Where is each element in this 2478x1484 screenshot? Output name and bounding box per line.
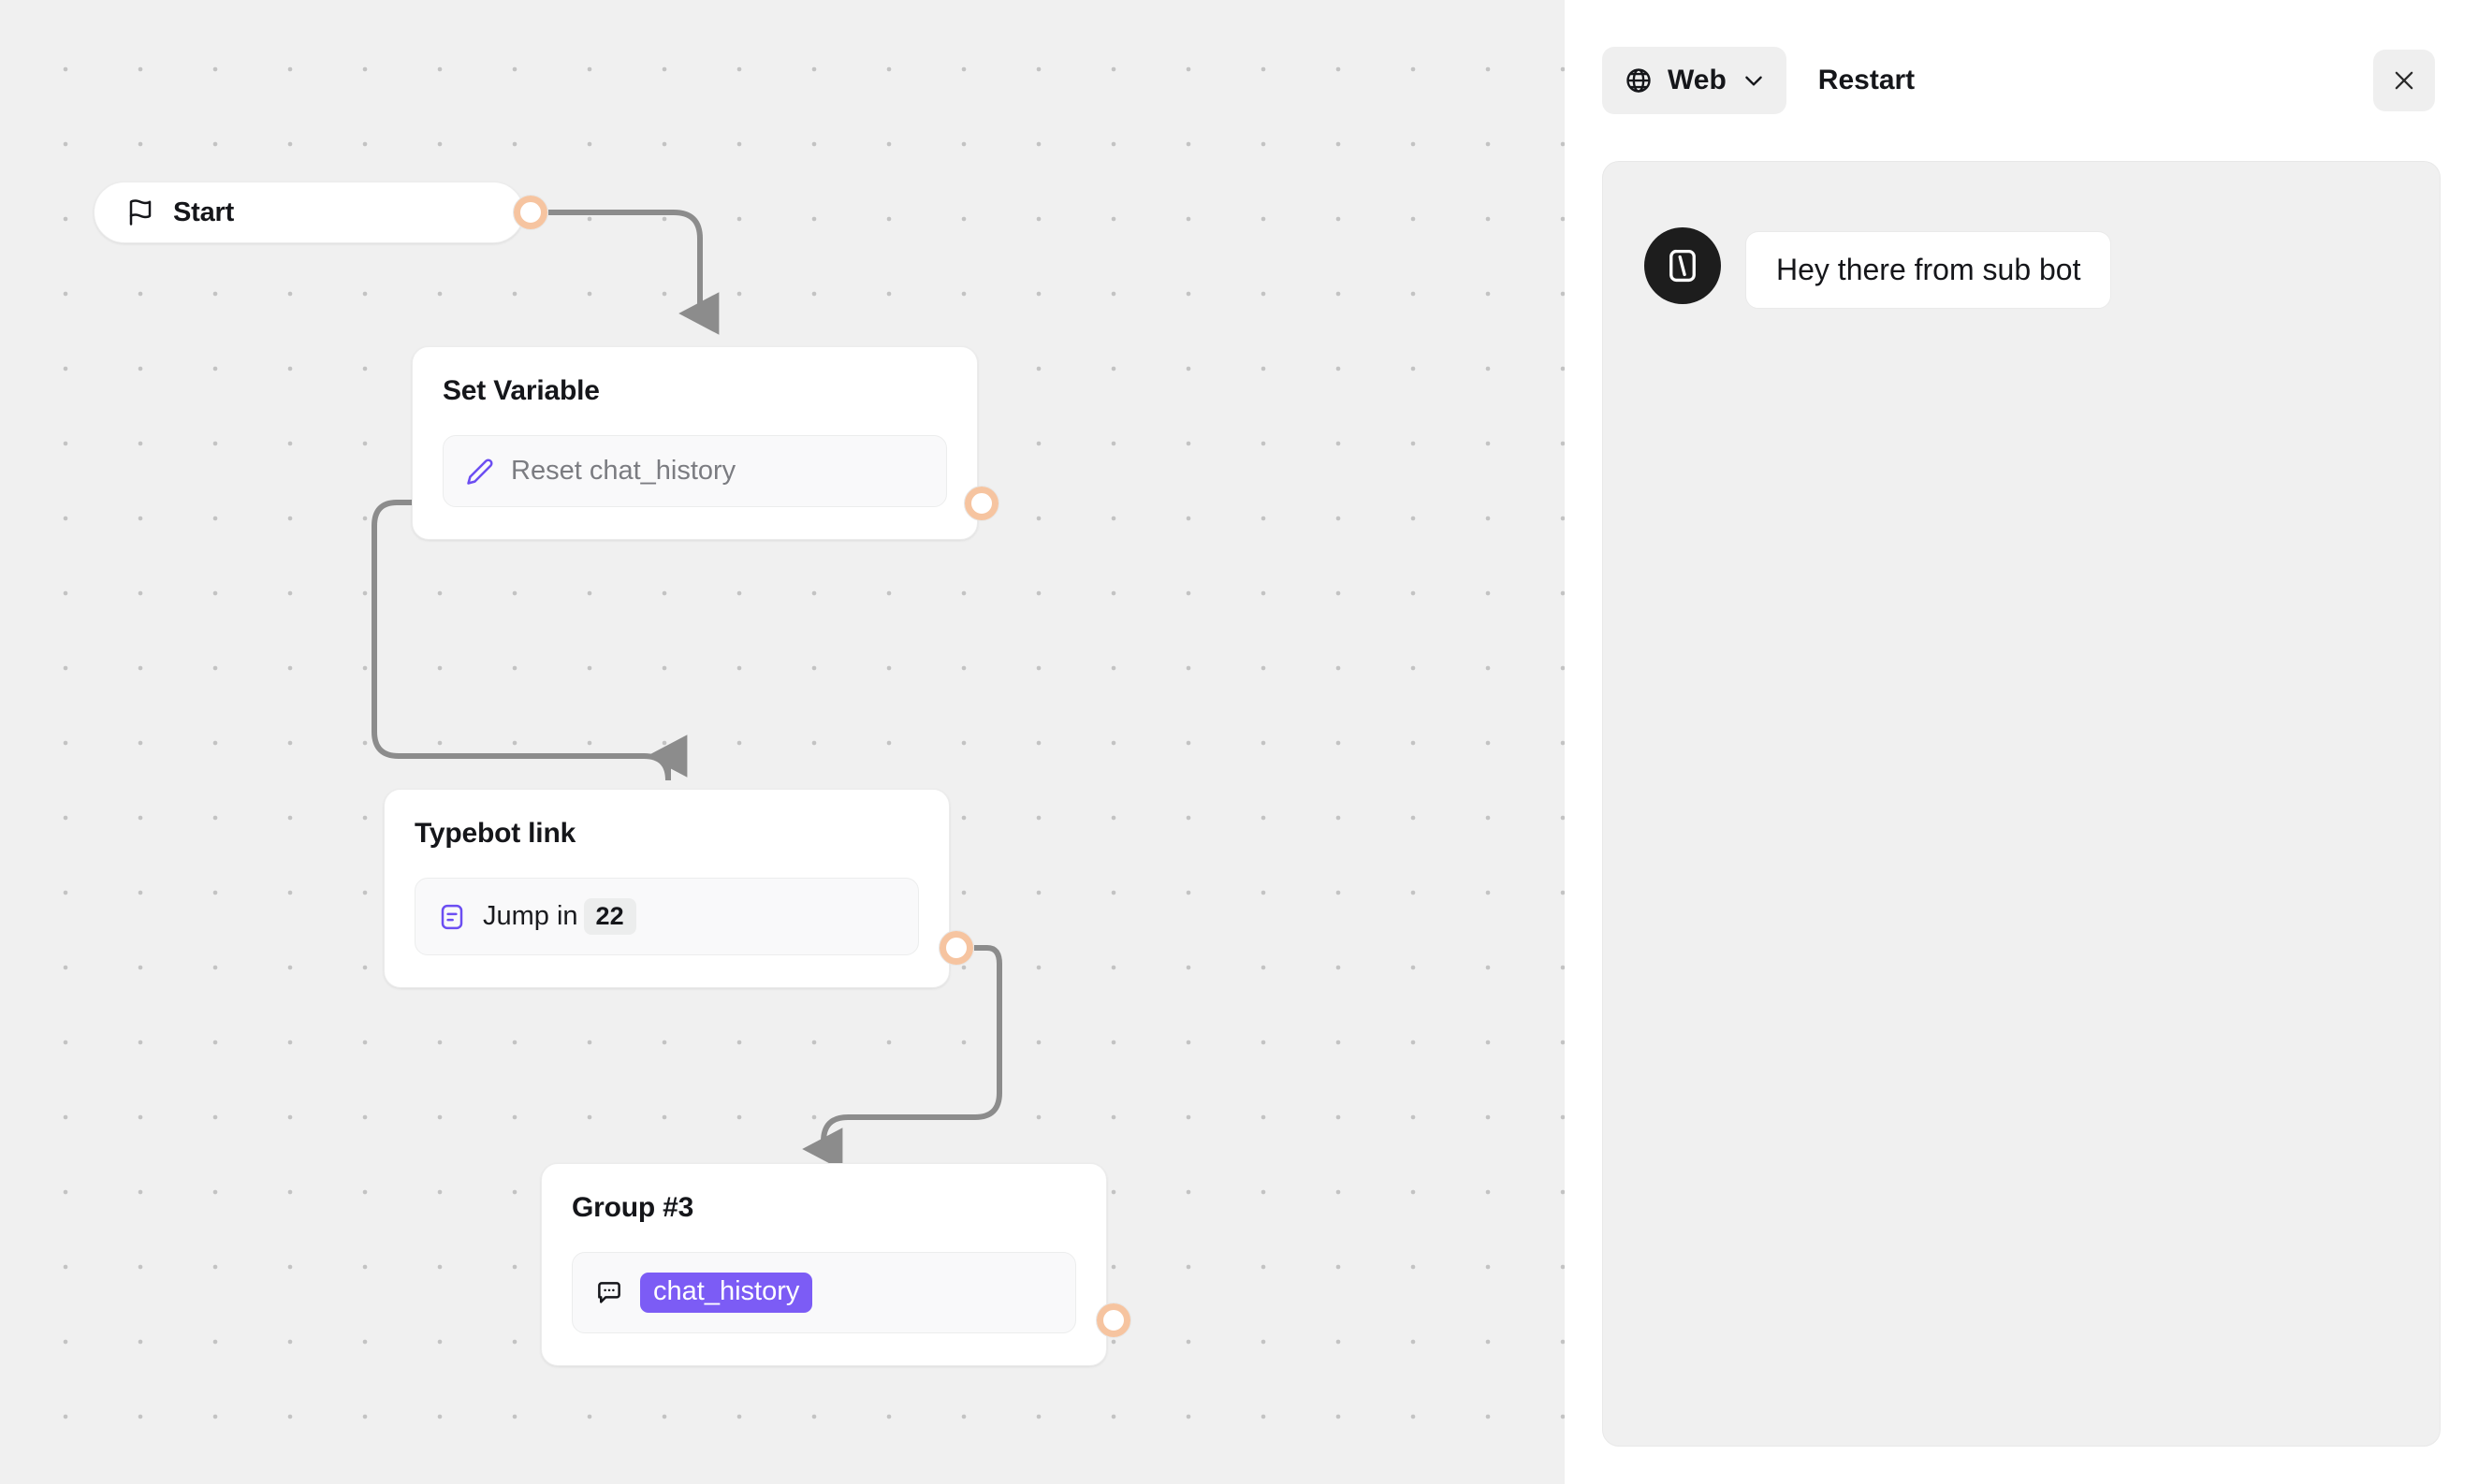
chevron-down-icon [1742,68,1766,93]
node-group-3[interactable]: Group #3 chat_history [541,1163,1107,1367]
preview-panel-header: Web Restart [1565,0,2478,161]
edge-start-to-setvariable [548,210,720,335]
handle-typebot-link-output[interactable] [939,930,974,966]
handle-set-variable-output[interactable] [964,486,999,521]
block-set-variable-text: Reset chat_history [511,456,736,486]
node-set-variable-title: Set Variable [443,375,600,406]
typebot-link-icon [438,903,466,931]
chat-bubble-bot: Hey there from sub bot [1745,231,2112,309]
handle-group-3-output[interactable] [1096,1302,1131,1338]
chat-bubble-icon [595,1279,623,1307]
block-group-3[interactable]: chat_history [572,1252,1076,1334]
channel-select-label: Web [1668,65,1727,95]
channel-select-web[interactable]: Web [1602,47,1786,114]
node-group-3-title: Group #3 [572,1192,694,1223]
globe-icon [1625,66,1653,95]
restart-button[interactable]: Restart [1817,65,1916,95]
node-start[interactable]: Start [94,182,524,243]
flag-icon [126,198,154,226]
pencil-icon [466,458,494,486]
chat-message-row: Hey there from sub bot [1644,227,2440,309]
preview-panel: Web Restart [1565,0,2478,1484]
close-panel-button[interactable] [2373,50,2435,111]
typebot-logo-avatar [1644,227,1721,304]
block-group-3-variable: chat_history [640,1273,813,1314]
block-typebot-link-label: Jump in [483,901,578,931]
edge-setvariable-to-typebotlink [372,500,671,781]
node-start-title: Start [173,196,235,227]
chat-conversation: Hey there from sub bot [1602,161,2441,1447]
block-typebot-link-badge: 22 [583,898,636,935]
node-set-variable[interactable]: Set Variable Reset chat_history [412,346,978,540]
handle-start-output[interactable] [513,195,548,230]
block-set-variable[interactable]: Reset chat_history [443,435,947,507]
node-typebot-link-title: Typebot link [415,818,576,849]
close-icon [2391,67,2417,94]
flow-canvas[interactable]: Start Set Variable Reset chat_history Ty… [0,0,1565,1484]
